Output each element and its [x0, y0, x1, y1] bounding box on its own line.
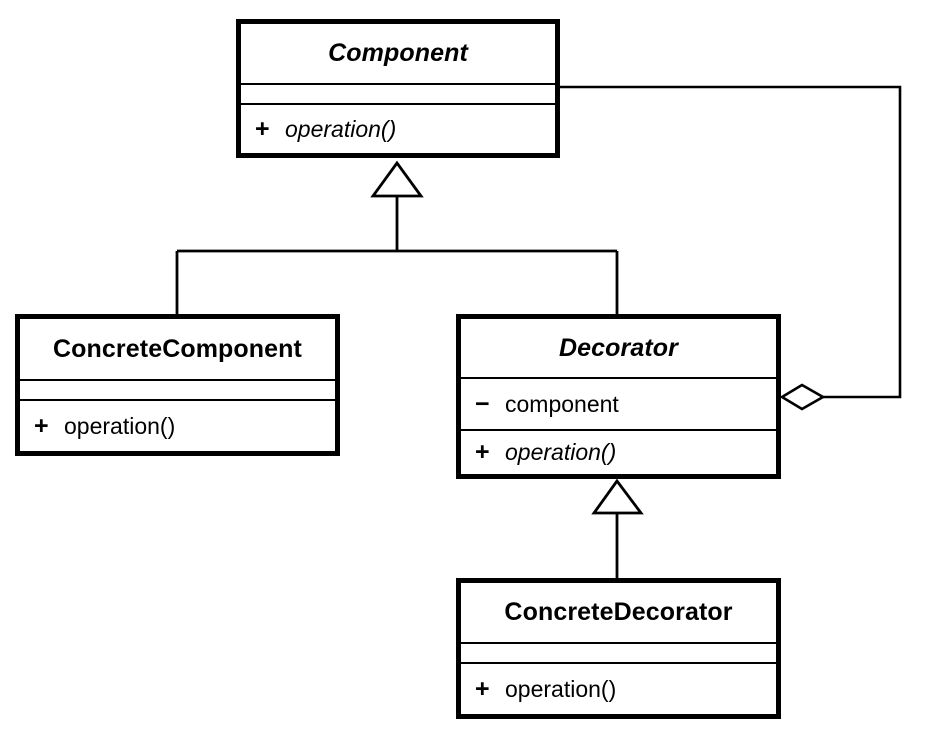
aggregation-decorator-to-component	[559, 85, 902, 411]
hollow-diamond-icon	[779, 383, 826, 411]
attributes-compartment-concrete-decorator	[461, 642, 776, 662]
class-box-component[interactable]: Component + operation()	[236, 19, 560, 158]
operations-compartment-concrete-decorator: + operation()	[461, 662, 776, 714]
hollow-triangle-icon	[591, 478, 644, 515]
visibility-marker: +	[34, 411, 49, 440]
class-name-decorator: Decorator	[461, 319, 776, 377]
generalization-concrete-decorator-to-decorator	[591, 478, 644, 580]
visibility-marker: +	[475, 438, 490, 466]
class-name-component: Component	[241, 24, 555, 83]
attribute-row: − component	[475, 390, 619, 419]
attributes-compartment-component	[241, 83, 555, 103]
generalization-tree-to-component	[175, 160, 619, 316]
attribute-name: component	[505, 390, 619, 417]
operations-compartment-decorator: + operation()	[461, 429, 776, 474]
hollow-triangle-icon	[370, 160, 424, 198]
class-box-decorator[interactable]: Decorator − component + operation()	[456, 314, 781, 479]
class-name-concrete-decorator: ConcreteDecorator	[461, 583, 776, 642]
class-box-concrete-decorator[interactable]: ConcreteDecorator + operation()	[456, 578, 781, 719]
operations-compartment-component: + operation()	[241, 103, 555, 153]
class-name-concrete-component: ConcreteComponent	[20, 319, 335, 379]
attributes-compartment-concrete-component	[20, 379, 335, 399]
operation-name: operation()	[505, 439, 617, 465]
operation-row: + operation()	[475, 675, 616, 704]
operation-name: operation()	[64, 412, 176, 439]
operations-compartment-concrete-component: + operation()	[20, 399, 335, 451]
operation-row: + operation()	[255, 115, 396, 144]
operation-row: + operation()	[34, 412, 175, 441]
visibility-marker: +	[475, 674, 490, 703]
operation-row: + operation()	[475, 438, 616, 467]
visibility-marker: +	[255, 114, 270, 143]
operation-name: operation()	[505, 675, 617, 702]
class-box-concrete-component[interactable]: ConcreteComponent + operation()	[15, 314, 340, 456]
visibility-marker: −	[475, 389, 490, 418]
attributes-compartment-decorator: − component	[461, 377, 776, 429]
operation-name: operation()	[285, 115, 397, 142]
